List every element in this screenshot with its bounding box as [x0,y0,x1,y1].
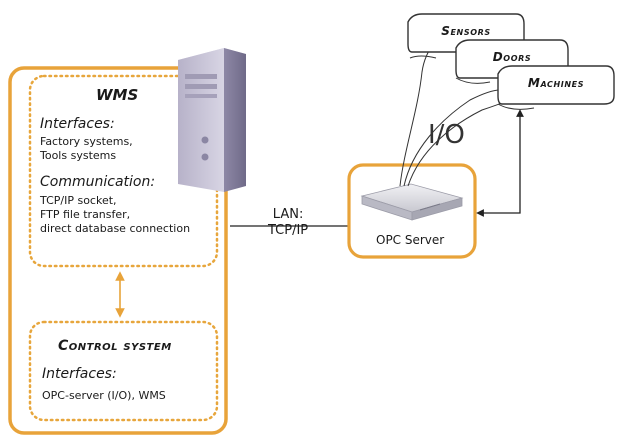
control-system-title: Control system [58,338,172,354]
lan-label: LAN: TCP/IP [268,207,308,239]
wms-communication-line: TCP/IP socket, [40,194,117,207]
opc-server-label: OPC Server [376,233,445,247]
server-tower-icon [178,48,246,192]
sensors-label: Sensors [441,24,491,38]
opc-server-device-icon [360,183,464,221]
control-system-interfaces-heading: Interfaces: [42,366,117,382]
wms-interface-line: Tools systems [40,149,117,162]
wms-communication-list: TCP/IP socket, FTP file transfer, direct… [40,194,190,236]
wms-communication-line: direct database connection [40,222,191,235]
wms-interfaces-list: Factory systems, Tools systems [40,135,133,163]
wms-communication-line: FTP file transfer, [40,208,131,221]
machines-label: Machines [527,76,585,90]
io-label: I/O [428,120,465,150]
control-system-box [28,320,219,422]
control-system-interfaces-text: OPC-server (I/O), WMS [42,389,166,402]
wms-interfaces-heading: Interfaces: [40,116,115,132]
machines-card [497,65,615,110]
doors-label: Doors [492,50,532,64]
wms-inner-box [28,74,219,268]
wms-outer-frame [8,66,228,435]
wms-interface-line: Factory systems, [40,135,133,148]
devices-return-line [476,109,524,217]
lan-label-line1: LAN: [272,207,304,222]
wms-title: WMS [96,86,139,104]
wms-communication-heading: Communication: [40,174,156,190]
lan-label-line2: TCP/IP [268,223,309,238]
